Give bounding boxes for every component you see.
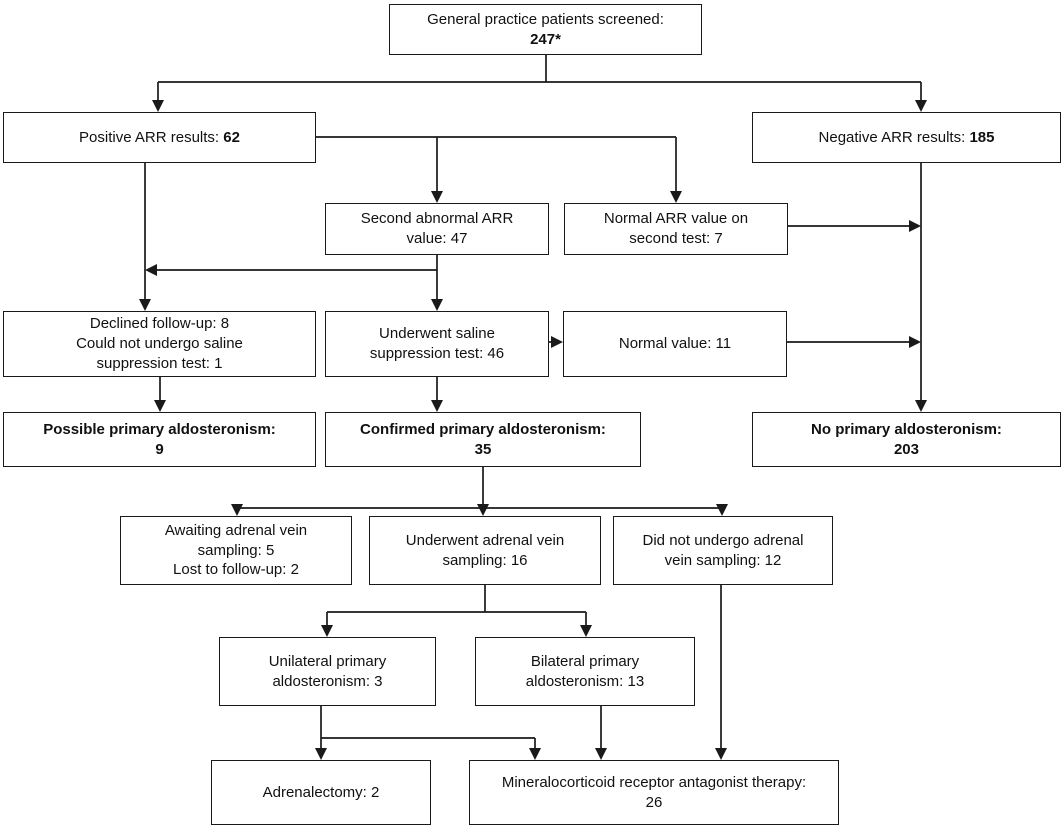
arrowhead-to-underwent-avs: [477, 504, 489, 516]
arrowhead-leftward-to-declined-trunk: [145, 264, 157, 276]
node-mra-therapy[interactable]: Mineralocorticoid receptor antagonist th…: [469, 760, 839, 825]
node-underwent-avs[interactable]: Underwent adrenal vein sampling: 16: [369, 516, 601, 585]
node-no-primary-aldosteronism[interactable]: No primary aldosteronism: 203: [752, 412, 1061, 467]
arrowhead-normal-arr-to-trunk: [909, 220, 921, 232]
node-positive-arr-label: Positive ARR results: 62: [79, 128, 240, 146]
arrowhead-to-unilateral-pa: [321, 625, 333, 637]
arrowhead-no-avs-to-mra: [715, 748, 727, 760]
arrowhead-to-possible-pa: [154, 400, 166, 412]
arrowhead-to-normal-arr-second-test: [670, 191, 682, 203]
node-normal-arr-second-test[interactable]: Normal ARR value on second test: 7: [564, 203, 788, 255]
arrowhead-to-normal-value: [551, 336, 563, 348]
node-second-abnormal-arr-label: Second abnormal ARR value: 47: [360, 210, 514, 247]
node-adrenalectomy[interactable]: Adrenalectomy: 2: [211, 760, 431, 825]
arrowhead-to-positive-arr: [152, 100, 164, 112]
node-normal-value-label: Normal value: 11: [618, 335, 732, 353]
node-declined-followup[interactable]: Declined follow-up: 8 Could not undergo …: [3, 311, 316, 377]
node-underwent-avs-label: Underwent adrenal vein sampling: 16: [405, 531, 565, 569]
node-confirmed-primary-aldosteronism-label: Confirmed primary aldosteronism: 35: [360, 420, 606, 458]
node-underwent-saline[interactable]: Underwent saline suppression test: 46: [325, 311, 549, 377]
arrowhead-to-declined-followup: [139, 299, 151, 311]
arrowhead-bilateral-to-mra: [595, 748, 607, 760]
node-negative-arr-label: Negative ARR results: 185: [818, 128, 995, 146]
node-no-avs[interactable]: Did not undergo adrenal vein sampling: 1…: [613, 516, 833, 585]
node-confirmed-primary-aldosteronism[interactable]: Confirmed primary aldosteronism: 35: [325, 412, 641, 467]
node-normal-value[interactable]: Normal value: 11: [563, 311, 787, 377]
arrowhead-to-no-pa: [915, 400, 927, 412]
node-normal-arr-second-test-label: Normal ARR value on second test: 7: [603, 210, 749, 247]
arrowhead-to-underwent-saline: [431, 299, 443, 311]
node-no-avs-label: Did not undergo adrenal vein sampling: 1…: [642, 531, 804, 569]
node-possible-primary-aldosteronism-label: Possible primary aldosteronism: 9: [43, 420, 276, 458]
connector-avs-to-laterality-split: [326, 585, 587, 629]
connector-positive-to-retest-split: [316, 136, 677, 195]
arrowhead-to-no-avs: [716, 504, 728, 516]
node-declined-followup-label: Declined follow-up: 8 Could not undergo …: [76, 315, 243, 372]
arrowhead-unilateral-to-mra: [529, 748, 541, 760]
node-awaiting-avs-label: Awaiting adrenal vein sampling: 5 Lost t…: [164, 521, 308, 579]
node-underwent-saline-label: Underwent saline suppression test: 46: [369, 325, 505, 362]
arrowhead-to-negative-arr: [915, 100, 927, 112]
node-second-abnormal-arr[interactable]: Second abnormal ARR value: 47: [325, 203, 549, 255]
connector-screened-to-split: [158, 55, 921, 83]
arrowhead-normal-value-to-trunk: [909, 336, 921, 348]
node-bilateral-primary-aldosteronism[interactable]: Bilateral primary aldosteronism: 13: [475, 637, 695, 706]
node-no-primary-aldosteronism-label: No primary aldosteronism: 203: [811, 420, 1002, 458]
arrowhead-to-confirmed-pa: [431, 400, 443, 412]
node-screened[interactable]: General practice patients screened: 247*: [389, 4, 702, 55]
connector-unilateral-to-mra: [321, 737, 536, 752]
node-unilateral-primary-aldosteronism[interactable]: Unilateral primary aldosteronism: 3: [219, 637, 436, 706]
node-positive-arr[interactable]: Positive ARR results: 62: [3, 112, 316, 163]
arrowhead-to-awaiting-avs: [231, 504, 243, 516]
node-unilateral-primary-aldosteronism-label: Unilateral primary aldosteronism: 3: [268, 652, 387, 690]
node-negative-arr[interactable]: Negative ARR results: 185: [752, 112, 1061, 163]
node-awaiting-avs[interactable]: Awaiting adrenal vein sampling: 5 Lost t…: [120, 516, 352, 585]
arrowhead-to-second-abnormal-arr: [431, 191, 443, 203]
node-bilateral-primary-aldosteronism-label: Bilateral primary aldosteronism: 13: [525, 652, 645, 690]
node-screened-label: General practice patients screened: 247*: [427, 10, 664, 48]
arrowhead-to-bilateral-pa: [580, 625, 592, 637]
node-possible-primary-aldosteronism[interactable]: Possible primary aldosteronism: 9: [3, 412, 316, 467]
node-mra-therapy-label: Mineralocorticoid receptor antagonist th…: [501, 773, 807, 811]
arrowhead-to-adrenalectomy: [315, 748, 327, 760]
connector-confirmed-to-avs-split: [236, 467, 723, 509]
node-adrenalectomy-label: Adrenalectomy: 2: [262, 783, 380, 801]
